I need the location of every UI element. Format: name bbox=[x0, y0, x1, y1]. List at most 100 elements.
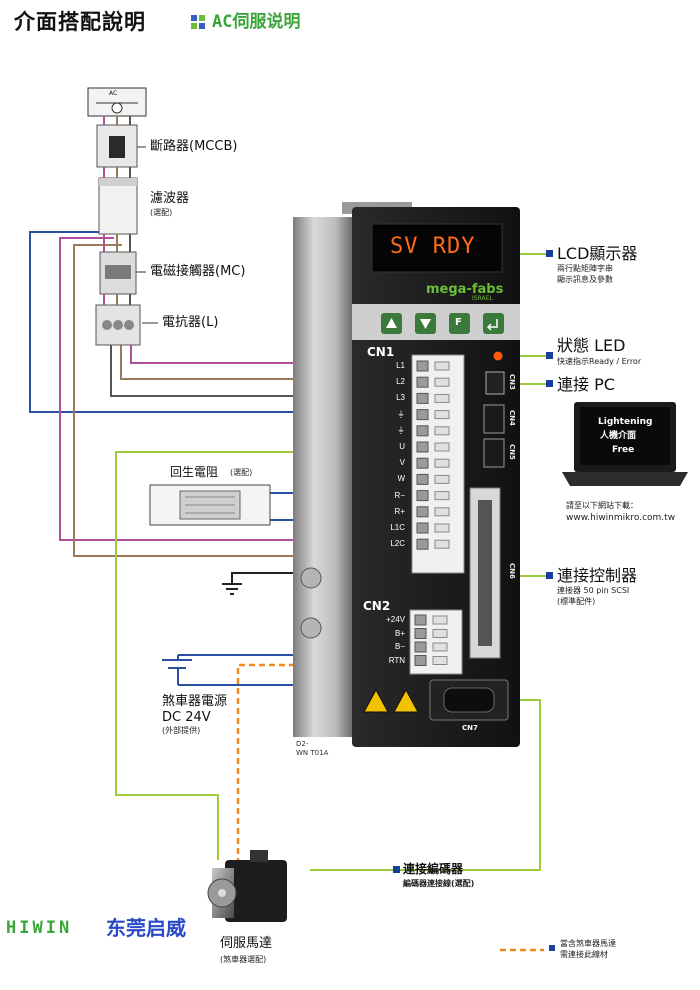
magnetic-contactor bbox=[99, 234, 137, 295]
terminal-slot bbox=[434, 491, 450, 501]
model-code-1: D2- bbox=[296, 740, 309, 748]
cn2-screws bbox=[414, 614, 448, 666]
legend-line-1: 當含煞車器馬達 bbox=[560, 939, 616, 948]
lcd-callout-title: LCD顯示器 bbox=[557, 244, 638, 263]
cn6-label: CN6 bbox=[508, 563, 516, 579]
drive-brand: mega-fabs bbox=[426, 282, 504, 297]
battery-symbol-icon bbox=[162, 655, 192, 685]
brand-hiwin: HIWIN bbox=[6, 918, 73, 938]
cn1-label: CN1 bbox=[367, 345, 395, 359]
noise-filter bbox=[98, 167, 138, 235]
terminal-screw bbox=[416, 522, 429, 534]
ground-symbol-icon bbox=[222, 572, 296, 595]
terminal-slot bbox=[434, 442, 450, 452]
wire-l2c bbox=[73, 244, 390, 557]
terminal-label: L1C bbox=[390, 523, 405, 532]
terminal-slot bbox=[434, 474, 450, 484]
encoder-callout-title: 連接編碼器 bbox=[403, 862, 464, 876]
legend-line-2: 需連接此線材 bbox=[560, 950, 608, 959]
terminal-screw bbox=[416, 506, 429, 518]
reactor bbox=[95, 294, 141, 346]
page-title: 介面搭配說明 bbox=[14, 10, 146, 34]
motor-label: 伺服馬達 bbox=[220, 936, 273, 951]
terminal-label: ⏚ bbox=[397, 409, 405, 419]
encoder-wire bbox=[310, 699, 541, 871]
cn5-label: CN5 bbox=[508, 444, 516, 460]
terminal-screw bbox=[416, 392, 429, 404]
page-subtitle: AC伺服说明 bbox=[212, 12, 301, 32]
laptop-line-3: Free bbox=[612, 445, 635, 455]
terminal-screw bbox=[416, 409, 429, 421]
terminal-screw bbox=[416, 376, 429, 388]
terminal-label: L1 bbox=[396, 361, 405, 370]
wire-l1c bbox=[59, 237, 390, 541]
terminal-label: L3 bbox=[396, 393, 405, 403]
terminal-slot bbox=[434, 377, 450, 387]
button-enter[interactable] bbox=[483, 313, 504, 334]
controller-callout-desc-2: (標準配件) bbox=[557, 597, 596, 606]
button-f-label: F bbox=[455, 317, 462, 328]
status-led-icon bbox=[493, 351, 503, 361]
brake-power-note: (外部提供) bbox=[162, 726, 201, 735]
terminal-label: V bbox=[399, 458, 405, 468]
terminal-screw bbox=[414, 655, 427, 666]
terminal-screw bbox=[416, 473, 429, 485]
terminal-label: B+ bbox=[394, 628, 405, 638]
terminal-screw bbox=[414, 641, 427, 653]
laptop-line-1: Lightening bbox=[598, 417, 653, 427]
cn4-label: CN4 bbox=[508, 410, 516, 426]
ac-label: AC bbox=[109, 90, 118, 97]
contactor-label: 電磁接觸器(MC) bbox=[150, 264, 246, 279]
breaker-label: 斷路器(MCCB) bbox=[150, 139, 238, 154]
terminal-slot bbox=[432, 656, 448, 665]
enter-icon bbox=[486, 319, 498, 331]
cn3-label: CN3 bbox=[508, 374, 516, 390]
terminal-slot bbox=[432, 615, 448, 625]
lcd-callout-desc-2: 顯示訊息及參數 bbox=[557, 275, 613, 284]
terminal-slot bbox=[434, 507, 450, 517]
servo-motor bbox=[207, 850, 287, 922]
down-arrow-icon bbox=[420, 319, 431, 329]
controller-callout-desc-1: 連接器 50 pin SCSI bbox=[557, 586, 630, 595]
reactor-label: 電抗器(L) bbox=[162, 315, 219, 330]
terminal-screw bbox=[416, 490, 429, 502]
lcd-display-text: SV RDY bbox=[390, 234, 476, 259]
terminal-screw bbox=[416, 457, 429, 469]
drive-brand-sub: ISRAEL bbox=[472, 295, 493, 302]
regen-note: (選配) bbox=[230, 468, 253, 477]
terminal-screw bbox=[416, 441, 429, 453]
terminal-label: U bbox=[399, 442, 405, 451]
terminal-slot bbox=[434, 458, 450, 468]
terminal-label: R− bbox=[394, 490, 405, 500]
brand-dongguan: 东莞启威 bbox=[106, 916, 186, 940]
led-callout-title: 狀態 LED bbox=[557, 336, 626, 355]
terminal-slot bbox=[434, 361, 450, 371]
header-squares-icon bbox=[191, 15, 205, 29]
regen-resistor bbox=[149, 484, 271, 526]
cn7-label: CN7 bbox=[462, 724, 478, 732]
brake-power-label: 煞車器電源 bbox=[162, 694, 228, 709]
terminal-slot bbox=[432, 642, 448, 652]
mccb-breaker bbox=[96, 116, 138, 168]
regen-label: 回生電阻 bbox=[170, 465, 219, 479]
cn2-label: CN2 bbox=[363, 599, 391, 613]
terminal-slot bbox=[434, 426, 450, 436]
button-f[interactable] bbox=[449, 313, 470, 334]
terminal-label: W bbox=[397, 474, 405, 484]
terminal-label: RTN bbox=[388, 655, 405, 665]
terminal-screw bbox=[416, 360, 429, 372]
led-callout-desc: 快速指示Ready / Error bbox=[557, 357, 642, 366]
terminal-slot bbox=[434, 410, 450, 420]
terminal-slot bbox=[434, 393, 450, 403]
pc-callout-title: 連接 PC bbox=[557, 375, 615, 394]
terminal-label: ⏚ bbox=[397, 425, 405, 435]
encoder-callout-desc: 編碼器連接線(選配) bbox=[403, 879, 475, 888]
model-code-2: WN T01A bbox=[296, 749, 329, 757]
callout-markers bbox=[393, 250, 555, 951]
download-text: 請至以下網站下載： bbox=[566, 501, 638, 510]
terminal-label: L2 bbox=[396, 377, 405, 387]
download-url[interactable]: www.hiwinmikro.com.tw bbox=[566, 513, 676, 523]
cn1-screws bbox=[416, 360, 450, 550]
terminal-label: +24V bbox=[386, 615, 405, 624]
